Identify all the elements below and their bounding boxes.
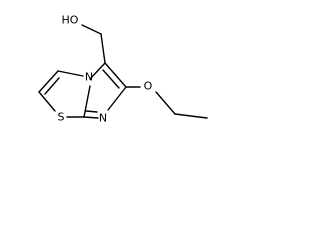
bond-hydroxyl-methylene [81,24,102,35]
bond-n7-c7a [83,116,99,119]
molecule-structure: HO N N S O [38,14,208,125]
atom-label-group: HO N N S O [58,14,153,125]
bond-c6-n7 [107,86,127,111]
atom-label-ether-oxygen: O [144,80,153,93]
bond-c3-c2 [38,70,59,93]
bond-c2-s [38,91,56,112]
bond-c5-n4 [89,62,106,80]
bond-c5-c6-double [102,69,120,89]
atom-label-sulfur: S [58,111,65,124]
bond-c5-c6 [104,62,127,88]
atom-label-n-imine: N [99,112,107,125]
bond-c3-c2-double [44,77,60,95]
bond-c7a-n4 [83,85,91,118]
bond-n7-c7a-double [85,110,98,113]
bond-ethyl-methyl [174,113,208,119]
bond-group [38,24,208,119]
bond-methylene-c5 [100,33,106,64]
atom-label-hydroxyl: HO [62,14,79,27]
bond-oxygen-ethyl [155,91,176,115]
bond-n4-c3 [57,70,84,77]
atom-label-n-bridgehead: N [85,71,93,84]
